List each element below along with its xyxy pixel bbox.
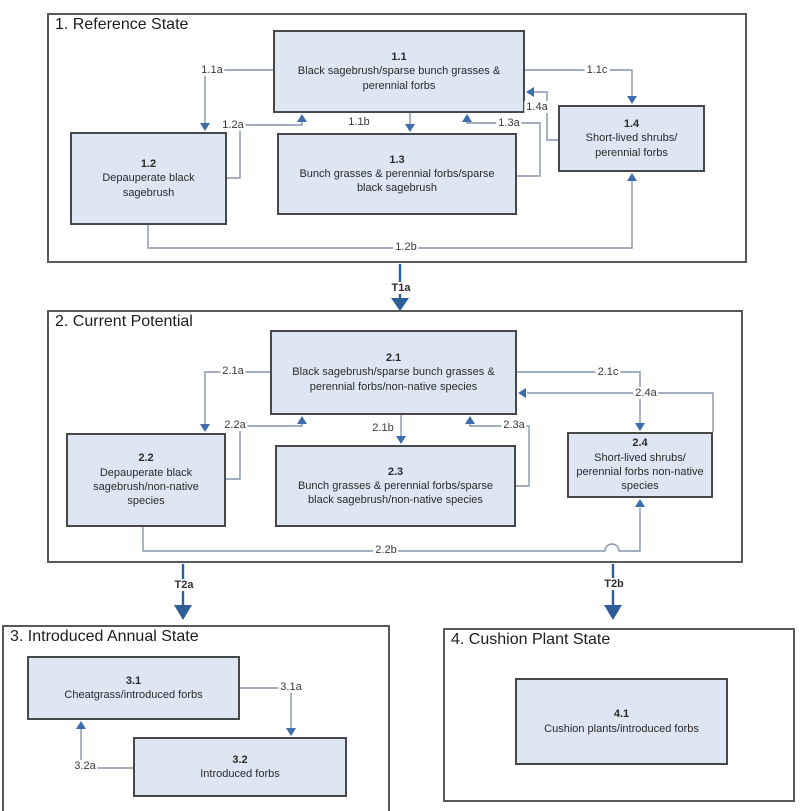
state-box-1-3: 1.3 Bunch grasses & perennial forbs/spar…: [277, 133, 517, 215]
pathway-label-1-2a: 1.2a: [220, 119, 246, 131]
pathway-label-2-4a: 2.4a: [633, 387, 659, 399]
pathway-label-1-1b: 1.1b: [346, 116, 372, 128]
state-box-4-1: 4.1 Cushion plants/introduced forbs: [515, 678, 728, 765]
state-box-2-1: 2.1 Black sagebrush/sparse bunch grasses…: [270, 330, 517, 415]
pathway-label-2-2a: 2.2a: [222, 419, 248, 431]
pathway-label-2-1a: 2.1a: [220, 365, 246, 377]
state-box-1-1: 1.1 Black sagebrush/sparse bunch grasses…: [273, 30, 525, 113]
transition-arrow-t2b: [604, 564, 622, 620]
state-box-2-2: 2.2 Depauperate black sagebrush/non-nati…: [66, 433, 226, 527]
pathway-label-1-1a: 1.1a: [199, 64, 225, 76]
state-box-name: Depauperate black sagebrush: [102, 172, 195, 199]
state-box-name: Short-lived shrubs/ perennial forbs non-…: [576, 451, 704, 493]
pathway-label-2-3a: 2.3a: [501, 419, 527, 431]
pathway-label-3-2a: 3.2a: [72, 760, 98, 772]
pathway-label-2-2b: 2.2b: [373, 544, 399, 556]
pathway-label-1-3a: 1.3a: [496, 117, 522, 129]
state-box-number: 1.3: [389, 153, 405, 166]
state-box-number: 4.1: [613, 708, 630, 721]
pathway-label-3-1a: 3.1a: [278, 681, 304, 693]
state-box-name: Introduced forbs: [200, 768, 280, 780]
state-box-1-4: 1.4 Short-lived shrubs/ perennial forbs: [558, 105, 705, 172]
transition-arrow-t2a: [174, 564, 192, 620]
section-cushion-plant-state: 4. Cushion Plant State: [443, 628, 795, 802]
transition-label-t1a: T1a: [389, 282, 413, 294]
state-box-number: 3.2: [232, 753, 248, 766]
transition-label-t2a: T2a: [172, 579, 196, 591]
state-box-name: Depauperate black sagebrush/non-native s…: [93, 466, 199, 508]
state-box-number: 1.1: [391, 51, 407, 64]
state-box-name: Bunch grasses & perennial forbs/sparse b…: [299, 167, 495, 195]
state-box-2-4: 2.4 Short-lived shrubs/ perennial forbs …: [567, 432, 713, 498]
state-box-2-3: 2.3 Bunch grasses & perennial forbs/spar…: [275, 445, 516, 527]
state-box-number: 2.4: [632, 437, 648, 450]
state-box-number: 1.4: [623, 118, 640, 131]
state-box-number: 3.1: [125, 674, 142, 687]
pathway-label-1-2b: 1.2b: [393, 241, 419, 253]
pathway-label-2-1c: 2.1c: [595, 366, 621, 378]
state-box-name: Cushion plants/introduced forbs: [544, 722, 699, 735]
state-box-3-2: 3.2 Introduced forbs: [133, 737, 347, 797]
state-box-number: 2.3: [387, 465, 404, 478]
state-box-number: 1.2: [140, 158, 157, 171]
state-box-name: Bunch grasses & perennial forbs/sparse b…: [297, 479, 494, 507]
state-box-name: Short-lived shrubs/ perennial forbs: [585, 132, 678, 159]
state-box-number: 2.2: [138, 452, 154, 465]
state-box-1-2: 1.2 Depauperate black sagebrush: [70, 132, 227, 225]
section-title-cushion-plant-state: 4. Cushion Plant State: [451, 631, 611, 648]
pathway-label-1-1c: 1.1c: [584, 64, 610, 76]
state-box-name: Black sagebrush/sparse bunch grasses & p…: [292, 366, 495, 393]
state-box-name: Black sagebrush/sparse bunch grasses & p…: [297, 65, 501, 92]
section-title-introduced-annual-state: 3. Introduced Annual State: [10, 628, 199, 645]
pathway-label-1-4a: 1.4a: [524, 101, 550, 113]
state-box-name: Cheatgrass/introduced forbs: [64, 689, 203, 701]
state-box-3-1: 3.1 Cheatgrass/introduced forbs: [27, 656, 240, 720]
pathway-label-2-1b: 2.1b: [370, 422, 396, 434]
section-title-current-potential: 2. Current Potential: [55, 313, 193, 330]
transition-label-t2b: T2b: [602, 578, 626, 590]
state-box-number: 2.1: [385, 352, 402, 365]
section-title-reference-state: 1. Reference State: [55, 16, 189, 33]
